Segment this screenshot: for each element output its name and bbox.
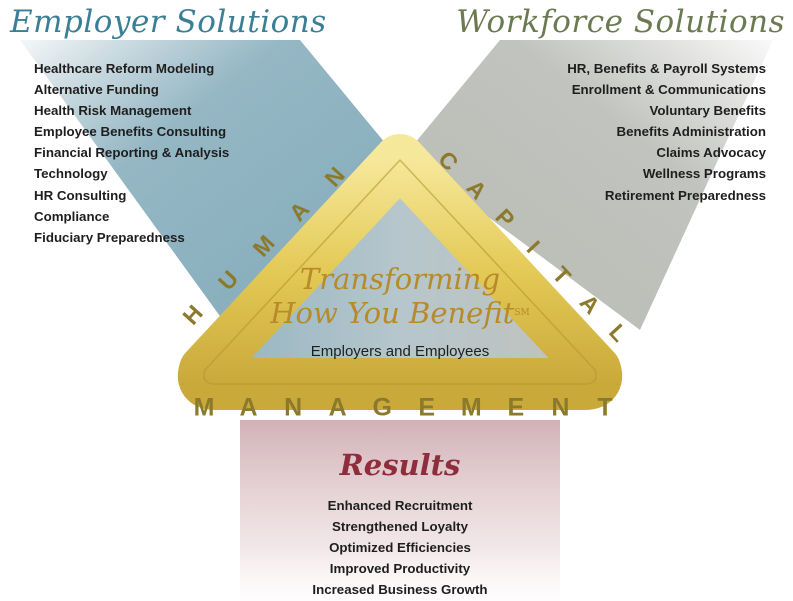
list-item: HR Consulting	[34, 187, 127, 203]
list-item: Increased Business Growth	[312, 582, 488, 598]
triangle-ring-edge	[203, 159, 597, 385]
list-item: Fiduciary Preparedness	[34, 229, 185, 245]
ring-letter: N	[551, 394, 569, 422]
ring-letter: L	[604, 319, 633, 347]
list-item: Enrollment & Communications	[571, 82, 766, 98]
service-mark: SM	[514, 308, 530, 318]
ring-letter: E	[508, 394, 525, 422]
ring-letter: A	[240, 394, 258, 422]
employer-beam	[20, 40, 395, 330]
tagline-line-2: How You BenefitSM	[230, 296, 570, 330]
list-item: Retirement Preparedness	[604, 187, 766, 203]
list-item: Healthcare Reform Modeling	[34, 61, 215, 76]
ring-letter: H	[177, 300, 207, 330]
ring-letter: M	[461, 394, 482, 422]
employer-solutions-heading: Employer Solutions	[10, 4, 327, 40]
results-list: Enhanced Recruitment Strengthened Loyalt…	[240, 495, 560, 600]
center-tagline: Transforming How You BenefitSM	[230, 262, 570, 330]
list-item: Health Risk Management	[34, 103, 192, 119]
ring-letter: T	[597, 394, 612, 422]
list-item: Compliance	[34, 208, 110, 224]
list-item: Claims Advocacy	[656, 145, 766, 161]
ring-letter: E	[418, 394, 435, 422]
list-item: Wellness Programs	[642, 166, 766, 182]
list-item: Voluntary Benefits	[649, 103, 767, 119]
results-beam	[240, 420, 560, 601]
list-item: Benefits Administration	[616, 124, 766, 140]
employer-solutions-list: Healthcare Reform Modeling Alternative F…	[34, 58, 229, 248]
list-item: Optimized Efficiencies	[329, 540, 471, 556]
workforce-solutions-list: HR, Benefits & Payroll Systems Enrollmen…	[567, 58, 766, 206]
ring-letter: N	[284, 394, 302, 422]
triangle-inner	[203, 160, 597, 384]
ring-letter: M	[194, 394, 215, 422]
results-heading: Results	[339, 448, 461, 482]
tagline-line-2-text: How You Benefit	[270, 296, 515, 330]
list-item: HR, Benefits & Payroll Systems	[567, 61, 766, 76]
list-item: Employee Benefits Consulting	[34, 124, 227, 140]
list-item: Financial Reporting & Analysis	[34, 145, 230, 161]
list-item: Enhanced Recruitment	[327, 498, 473, 513]
list-item: Improved Productivity	[329, 561, 471, 577]
center-subtitle: Employers and Employees	[310, 343, 490, 360]
workforce-beam	[405, 40, 773, 330]
workforce-solutions-heading: Workforce Solutions	[456, 4, 785, 40]
list-item: Strengthened Loyalty	[332, 519, 468, 535]
list-item: Alternative Funding	[34, 82, 159, 98]
list-item: Technology	[34, 166, 108, 182]
ring-letter: A	[329, 394, 347, 422]
ring-letter: G	[372, 394, 391, 422]
tagline-line-1: Transforming	[299, 262, 501, 296]
